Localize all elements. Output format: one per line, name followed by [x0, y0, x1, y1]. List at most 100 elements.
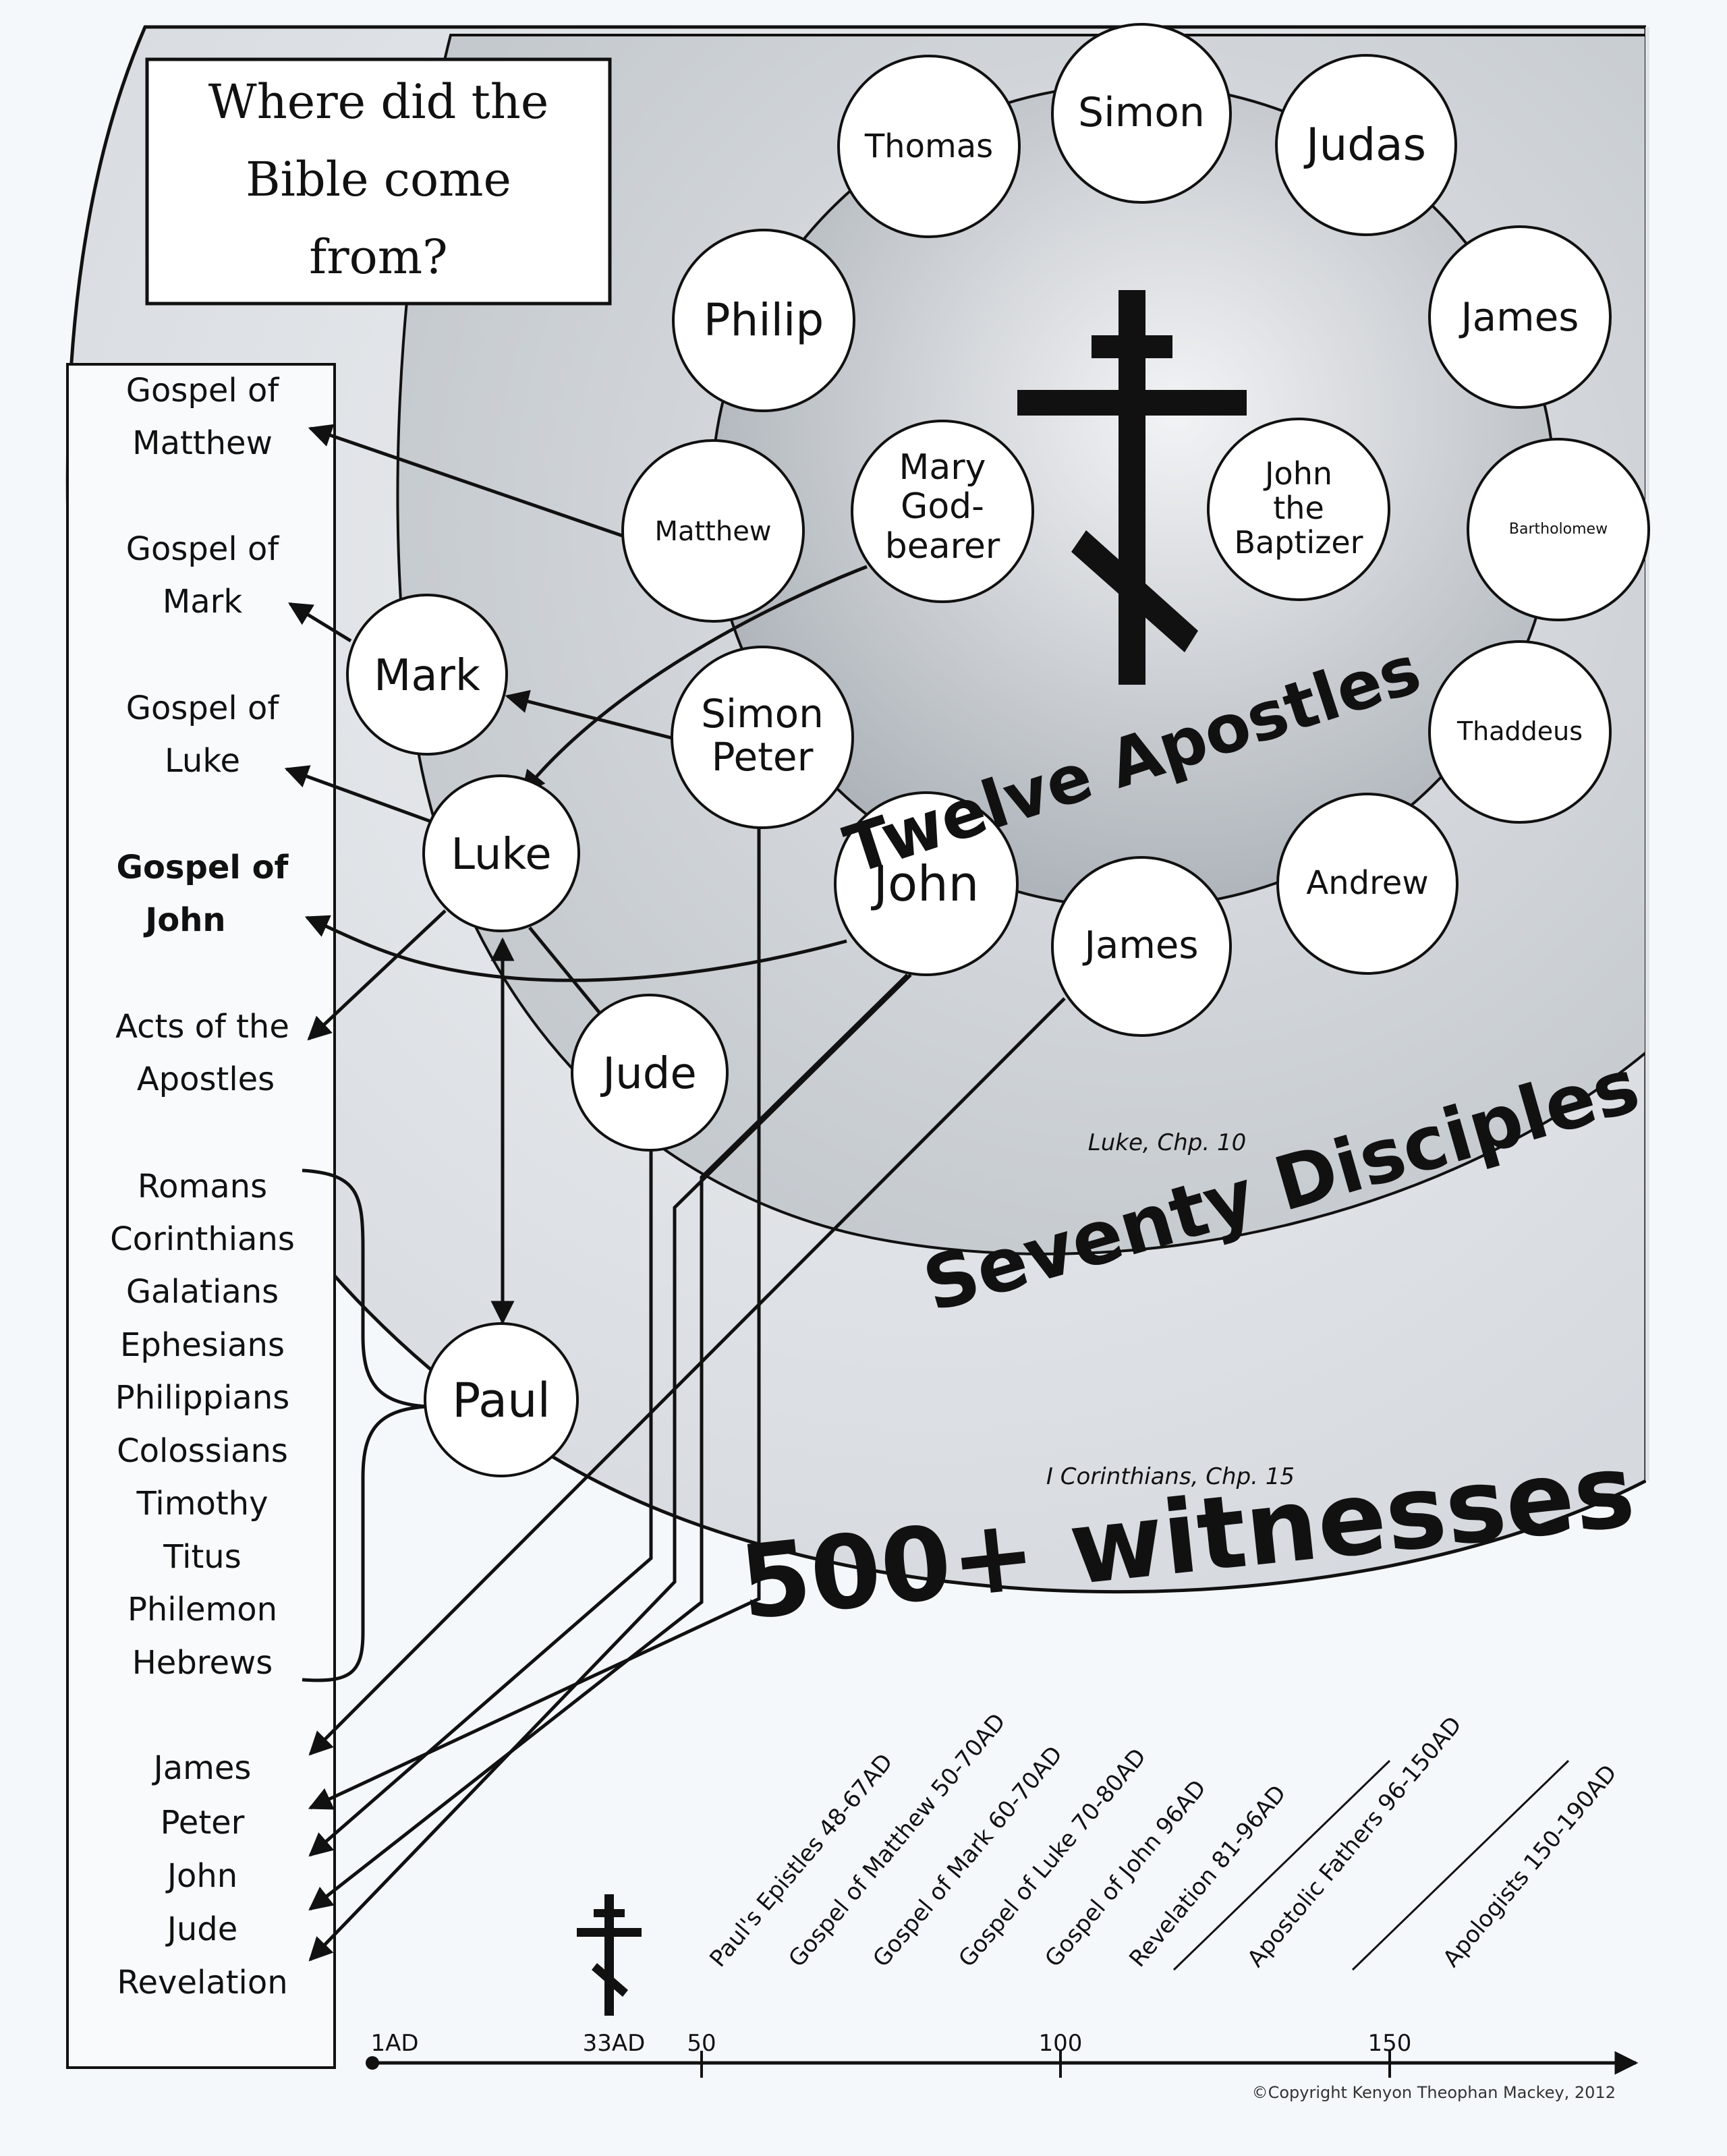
peter-to-peter-arrow	[308, 826, 761, 1810]
apostle-bartholomew-label: Bartholomew	[1509, 521, 1608, 538]
book-hebrews: Hebrews	[132, 1644, 273, 1682]
book-ephesians: Ephesians	[120, 1326, 285, 1364]
jude-node	[571, 994, 729, 1152]
book-titus: Titus	[163, 1538, 241, 1576]
book-john-l2: John	[143, 901, 225, 939]
apostle-judas-node	[1275, 54, 1457, 236]
apostle-simon-peter-node	[671, 646, 854, 829]
general-epistles-list: James Peter John Jude Revelation	[117, 1749, 287, 2002]
book-matthew-l1: Gospel of	[126, 372, 280, 409]
jude-label: Jude	[600, 1049, 696, 1099]
apostle-john-label: John	[871, 855, 980, 912]
period-apostolic-fathers: Apostolic Fathers 96-150AD	[1242, 1711, 1467, 1973]
mary-node	[851, 420, 1034, 603]
book-revelation: Revelation	[117, 1964, 287, 2002]
john-baptizer-label-2: the	[1273, 490, 1324, 526]
apostle-james-b-label: James	[1082, 924, 1198, 967]
apostle-andrew-label: Andrew	[1306, 864, 1428, 902]
james-to-james-arrow	[308, 997, 1066, 1756]
period-divider-1	[1172, 1759, 1391, 1971]
apostle-matthew-node	[621, 439, 805, 623]
apostle-nodes	[621, 23, 1650, 1037]
book-romans: Romans	[138, 1168, 267, 1205]
mark-label: Mark	[374, 651, 480, 701]
connectors	[284, 424, 1066, 1962]
paul-node	[424, 1322, 579, 1477]
period-apologists: Apologists 150-190AD	[1438, 1760, 1622, 1973]
book-james: James	[152, 1749, 252, 1787]
apostle-simon-peter-label-1: Simon	[701, 691, 824, 737]
mary-label-2: God-	[901, 486, 984, 527]
pauline-epistles-list: Romans Corinthians Galatians Ephesians P…	[110, 1168, 295, 1682]
witnesses-ref: I Corinthians, Chp. 15	[1046, 1463, 1295, 1490]
small-orthodox-cross-icon	[577, 1894, 642, 2016]
book-john-epistle: John	[165, 1857, 237, 1895]
mark-to-gospel-arrow	[288, 602, 352, 643]
apostle-bartholomew-node	[1467, 438, 1650, 621]
jude-to-jude-arrow	[308, 1150, 653, 1857]
seventy-disciples-ref: Luke, Chp. 10	[1088, 1129, 1246, 1156]
book-mark-l2: Mark	[163, 583, 243, 621]
luke-label: Luke	[451, 830, 551, 880]
timeline: 1AD 33AD 50 100 150 Paul's Epistles 48-6…	[366, 1708, 1639, 2102]
book-timothy: Timothy	[136, 1485, 268, 1523]
book-philippians: Philippians	[115, 1379, 290, 1417]
apostle-simon-label: Simon	[1078, 89, 1205, 136]
book-acts-l2: Apostles	[137, 1060, 275, 1098]
book-matthew-l2: Matthew	[132, 424, 273, 462]
title-box: Where did the Bible come from?	[145, 57, 612, 306]
mary-label-1: Mary	[899, 447, 986, 488]
apostle-thomas-label: Thomas	[864, 127, 993, 165]
apostle-james-a-label: James	[1459, 294, 1579, 340]
book-acts-l1: Acts of the	[115, 1008, 289, 1046]
book-john-l1: Gospel of	[117, 849, 289, 886]
peter-to-mark-arrow	[505, 689, 675, 741]
apostle-thaddeus-node	[1428, 640, 1612, 824]
paul-label: Paul	[452, 1373, 550, 1428]
apostle-philip-node	[672, 229, 855, 412]
period-divider-2	[1351, 1759, 1570, 1971]
title-line-1: Where did the	[208, 74, 549, 130]
apostle-andrew-node	[1276, 793, 1459, 975]
apostle-james-b-node	[1051, 856, 1232, 1037]
orthodox-cross-icon	[1017, 290, 1247, 685]
john-baptizer-node	[1207, 418, 1390, 601]
timeline-start-dot	[366, 2056, 379, 2070]
book-peter: Peter	[161, 1804, 245, 1842]
book-galatians: Galatians	[126, 1273, 279, 1311]
axis-label-1ad: 1AD	[370, 2030, 418, 2057]
apostle-simon-node	[1051, 23, 1232, 204]
book-corinthians: Corinthians	[110, 1220, 295, 1258]
mark-node	[346, 594, 508, 756]
matthew-to-gospel-arrow	[308, 424, 625, 538]
apostle-john-node	[834, 791, 1019, 976]
apostle-matthew-label: Matthew	[654, 516, 771, 547]
title-line-3: from?	[309, 229, 447, 285]
john-baptizer-label-1: John	[1263, 455, 1332, 492]
book-luke-l2: Luke	[165, 742, 240, 780]
book-mark-l1: Gospel of	[126, 530, 280, 568]
period-gospel-john: Gospel of John 96AD	[1040, 1775, 1212, 1973]
apostle-philip-label: Philip	[704, 294, 824, 346]
luke-to-jude-link	[528, 926, 608, 1023]
apostle-thaddeus-label: Thaddeus	[1456, 716, 1583, 746]
axis-label-50: 50	[687, 2030, 716, 2057]
luke-to-acts-arrow	[307, 909, 447, 1041]
book-luke-l1: Gospel of	[126, 689, 280, 727]
luke-node	[422, 774, 580, 932]
title-line-2: Bible come	[246, 152, 511, 207]
apostle-judas-label: Judas	[1303, 119, 1426, 171]
axis-label-33ad: 33AD	[583, 2030, 646, 2057]
axis-label-150: 150	[1368, 2030, 1412, 2057]
apostle-simon-peter-label-2: Peter	[712, 734, 814, 780]
john-to-revelation-arrow	[308, 973, 912, 1962]
axis-label-100: 100	[1039, 2030, 1083, 2057]
book-colossians: Colossians	[117, 1432, 288, 1470]
luke-to-gospel-arrow	[284, 765, 436, 825]
john-baptizer-label-3: Baptizer	[1234, 524, 1363, 561]
book-philemon: Philemon	[128, 1591, 277, 1628]
writer-nodes	[346, 594, 729, 1477]
book-jude: Jude	[165, 1910, 238, 1948]
copyright: ©Copyright Kenyon Theophan Mackey, 2012	[1252, 2083, 1616, 2102]
